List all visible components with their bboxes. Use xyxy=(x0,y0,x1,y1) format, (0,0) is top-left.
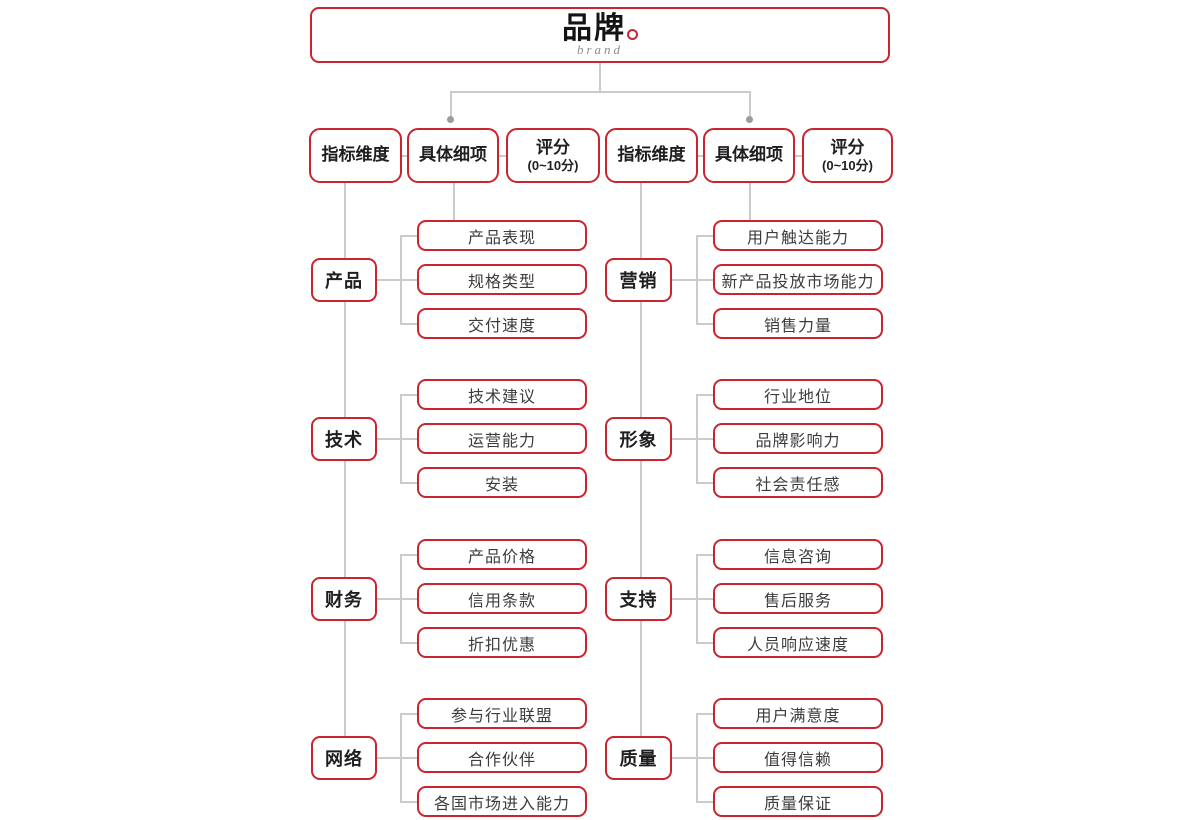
connector-spine-detail-left xyxy=(453,183,455,220)
connector-stub xyxy=(696,642,713,644)
connector-stub xyxy=(400,642,417,644)
connector-stub xyxy=(696,482,713,484)
connector-stub xyxy=(400,713,417,715)
connector-category-link xyxy=(672,598,696,600)
header-label: 指标维度 xyxy=(321,145,390,165)
connector-category-link xyxy=(377,598,400,600)
detail-item: 产品表现 xyxy=(417,220,587,251)
detail-item: 售后服务 xyxy=(713,583,883,614)
connector-category-link xyxy=(672,438,696,440)
detail-item: 用户满意度 xyxy=(713,698,883,729)
connector-stub xyxy=(400,801,417,803)
connector-stub xyxy=(400,279,417,281)
header-detail-left: 具体细项 xyxy=(407,128,499,183)
detail-item: 销售力量 xyxy=(713,308,883,339)
detail-item: 信息咨询 xyxy=(713,539,883,570)
category-quality: 质量 xyxy=(605,736,672,780)
category-network: 网络 xyxy=(311,736,377,780)
root-subtitle: brand xyxy=(576,42,624,58)
detail-item: 社会责任感 xyxy=(713,467,883,498)
root-title: 品牌 xyxy=(562,11,626,45)
connector-stub xyxy=(696,279,713,281)
detail-item: 安装 xyxy=(417,467,587,498)
detail-item: 用户触达能力 xyxy=(713,220,883,251)
connector-stub xyxy=(400,438,417,440)
detail-item: 交付速度 xyxy=(417,308,587,339)
detail-item: 品牌影响力 xyxy=(713,423,883,454)
connector-stub xyxy=(400,757,417,759)
connector-header-link xyxy=(795,155,802,157)
connector-stub xyxy=(400,598,417,600)
category-product: 产品 xyxy=(311,258,377,302)
detail-item: 技术建议 xyxy=(417,379,587,410)
detail-item: 折扣优惠 xyxy=(417,627,587,658)
connector-category-link xyxy=(377,438,400,440)
header-detail-right: 具体细项 xyxy=(703,128,795,183)
header-sublabel: (0~10分) xyxy=(822,157,873,173)
detail-item: 值得信赖 xyxy=(713,742,883,773)
detail-item: 各国市场进入能力 xyxy=(417,786,587,817)
category-marketing: 营销 xyxy=(605,258,672,302)
category-technology: 技术 xyxy=(311,417,377,461)
connector-drop-left xyxy=(450,91,452,117)
connector-stub xyxy=(696,598,713,600)
connector-category-link xyxy=(672,279,696,281)
connector-stub xyxy=(696,554,713,556)
header-label: 指标维度 xyxy=(617,145,686,165)
header-score-left: 评分 (0~10分) xyxy=(506,128,600,183)
header-label: 具体细项 xyxy=(419,145,487,165)
connector-header-link xyxy=(698,155,703,157)
header-label: 评分 xyxy=(830,137,865,157)
detail-item: 信用条款 xyxy=(417,583,587,614)
detail-item: 人员响应速度 xyxy=(713,627,883,658)
detail-item: 规格类型 xyxy=(417,264,587,295)
detail-item: 行业地位 xyxy=(713,379,883,410)
junction-dot-right xyxy=(746,116,753,123)
ring-icon xyxy=(627,29,638,41)
connector-category-link xyxy=(377,757,400,759)
header-sublabel: (0~10分) xyxy=(527,157,579,173)
header-dimension-right: 指标维度 xyxy=(605,128,698,183)
root-node-brand: 品牌 brand xyxy=(310,7,890,63)
root-title-row: 品牌 xyxy=(562,13,638,45)
connector-stub xyxy=(696,394,713,396)
connector-stub xyxy=(400,394,417,396)
detail-item: 参与行业联盟 xyxy=(417,698,587,729)
connector-stub xyxy=(696,235,713,237)
connector-root-spread xyxy=(450,91,750,93)
connector-stub xyxy=(400,554,417,556)
header-label: 评分 xyxy=(536,137,570,157)
header-score-right: 评分 (0~10分) xyxy=(802,128,893,183)
connector-stub xyxy=(400,323,417,325)
category-support: 支持 xyxy=(605,577,672,621)
header-dimension-left: 指标维度 xyxy=(309,128,402,183)
connector-stub xyxy=(696,438,713,440)
connector-stub xyxy=(696,757,713,759)
category-image: 形象 xyxy=(605,417,672,461)
detail-item: 合作伙伴 xyxy=(417,742,587,773)
connector-category-link xyxy=(377,279,400,281)
connector-drop-right xyxy=(749,91,751,117)
connector-stub xyxy=(400,482,417,484)
connector-header-link xyxy=(499,155,506,157)
connector-stub xyxy=(400,235,417,237)
connector-stub xyxy=(696,323,713,325)
connector-stub xyxy=(696,801,713,803)
connector-spine-detail-right xyxy=(749,183,751,220)
connector-root-down xyxy=(599,62,601,92)
detail-item: 产品价格 xyxy=(417,539,587,570)
detail-item: 运营能力 xyxy=(417,423,587,454)
detail-item: 新产品投放市场能力 xyxy=(713,264,883,295)
detail-item: 质量保证 xyxy=(713,786,883,817)
junction-dot-left xyxy=(447,116,454,123)
header-label: 具体细项 xyxy=(715,145,783,165)
connector-header-link xyxy=(402,155,407,157)
category-finance: 财务 xyxy=(311,577,377,621)
connector-stub xyxy=(696,713,713,715)
connector-category-link xyxy=(672,757,696,759)
